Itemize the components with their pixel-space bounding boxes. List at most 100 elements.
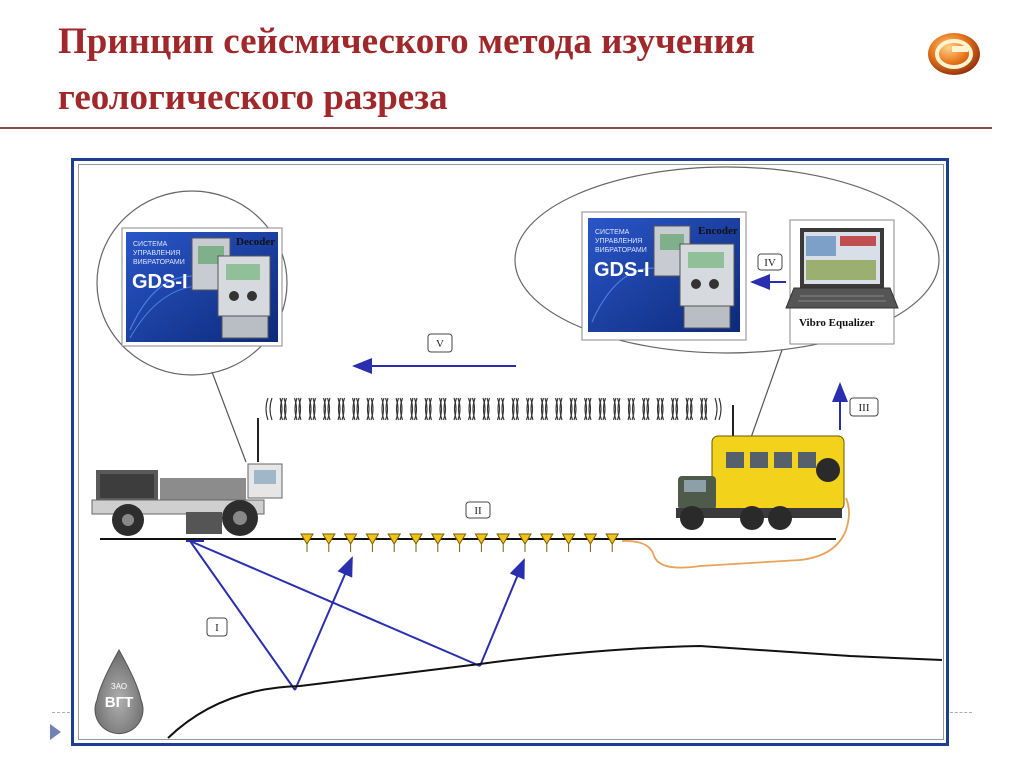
radio-wave-arc (700, 397, 722, 421)
geophone (605, 533, 620, 552)
radio-wave-arc (526, 397, 548, 421)
radio-wave-arc (573, 397, 588, 421)
radio-wave-arc (555, 397, 577, 421)
radio-waves (265, 397, 722, 421)
radio-wave-arc (646, 397, 660, 421)
radio-wave-arc (511, 397, 534, 421)
geophone (518, 533, 532, 552)
vibrator-truck (91, 463, 283, 536)
encoder-callout: СИСТЕМА УПРАВЛЕНИЯ ВИБРАТОРАМИ GDS-I Enc… (514, 166, 940, 447)
decoder-label: Decoder (236, 236, 275, 248)
radio-wave-arc (395, 397, 418, 421)
left-dash-line (52, 712, 70, 713)
geophone (474, 533, 489, 552)
radio-wave-arc (544, 397, 559, 421)
geophone (387, 533, 402, 552)
radio-wave-arc (656, 397, 679, 421)
radio-wave-arc (497, 397, 519, 421)
radio-wave-arc (308, 397, 331, 421)
radio-wave-arc (660, 397, 675, 421)
system-caption-1: СИСТЕМА (133, 241, 168, 248)
radio-wave-arc (569, 397, 592, 421)
radio-wave-arc (453, 397, 476, 421)
radio-wave-arc (443, 397, 457, 421)
radio-wave-arc (559, 397, 573, 421)
radio-wave-arc (323, 397, 345, 421)
reflecting-boundary (167, 644, 943, 739)
radio-wave-arc (675, 397, 689, 421)
slide-title: Принцип сейсмического метода изучения ге… (58, 21, 755, 118)
radio-wave-arc (457, 397, 472, 421)
geophone-array (300, 533, 620, 552)
radio-wave-arc (472, 397, 486, 421)
system-caption-3: ВИБРАТОРАМИ (133, 259, 185, 266)
radio-wave-arc (482, 397, 505, 421)
decoder-callout: СИСТЕМА УПРАВЛЕНИЯ ВИБРАТОРАМИ GDS-I Dec… (96, 190, 288, 463)
radio-wave-arc (598, 397, 621, 421)
geophone (430, 533, 445, 552)
radio-wave-arc (613, 397, 635, 421)
radio-wave-arc (602, 397, 617, 421)
geophone (496, 533, 511, 552)
system-caption-r3: ВИБРАТОРАМИ (595, 247, 647, 254)
radio-wave-arc (501, 397, 515, 421)
label-ii: II (474, 505, 482, 517)
radio-wave-arc (341, 397, 356, 421)
radio-wave-arc (399, 397, 414, 421)
radio-wave-arc (588, 397, 602, 421)
radio-wave-arc (298, 397, 312, 421)
radio-wave-arc (642, 397, 664, 421)
geophone (583, 533, 598, 552)
radio-wave-arc (283, 397, 298, 421)
radio-wave-arc (381, 397, 403, 421)
label-iii: III (859, 402, 870, 414)
radio-wave-arc (370, 397, 385, 421)
right-dash-line (950, 712, 972, 713)
geophone (321, 533, 336, 552)
slide-nav-arrow-icon[interactable] (50, 724, 61, 740)
radio-wave-arc (671, 397, 693, 421)
radio-wave-arc (627, 397, 650, 421)
radio-wave-arc (279, 397, 302, 421)
geophone (343, 533, 358, 552)
cable (621, 497, 850, 569)
radio-wave-arc (540, 397, 563, 421)
radio-wave-arc (685, 397, 708, 421)
radio-wave-arc (385, 397, 399, 421)
gds-label-right: GDS-I (594, 259, 650, 281)
radio-wave-arc (410, 397, 432, 421)
geophone (365, 533, 380, 552)
logo-vgt: ВГТ (105, 694, 134, 711)
radio-wave-arc (294, 397, 316, 421)
geophone (561, 533, 576, 552)
radio-wave-arc (631, 397, 646, 421)
geophone (300, 533, 314, 552)
vibro-equalizer-label: Vibro Equalizer (799, 317, 875, 329)
radio-wave-arc (468, 397, 490, 421)
radio-wave-arc (689, 397, 704, 421)
encoder-label: Encoder (698, 225, 738, 237)
company-logo-icon (928, 33, 980, 75)
geophone (409, 533, 423, 552)
radio-wave-arc (617, 397, 631, 421)
gds-label-left: GDS-I (132, 271, 188, 293)
radio-wave-arc (424, 397, 447, 421)
label-iv: IV (764, 257, 776, 269)
system-caption-r2: УПРАВЛЕНИЯ (595, 238, 642, 245)
radio-wave-arc (584, 397, 606, 421)
geophone (452, 533, 467, 552)
radio-wave-arc (366, 397, 389, 421)
radio-wave-arc (414, 397, 428, 421)
geophone (539, 533, 554, 552)
label-i: I (215, 622, 219, 634)
label-v: V (436, 338, 444, 350)
radio-wave-arc (269, 397, 283, 421)
radio-wave-arc (327, 397, 341, 421)
radio-wave-arc (337, 397, 360, 421)
radio-wave-arc (312, 397, 327, 421)
radio-wave-arc (439, 397, 461, 421)
seismic-rays (186, 540, 525, 691)
logo-zao: ЗАО (111, 682, 127, 691)
radio-wave-arc (704, 397, 718, 421)
